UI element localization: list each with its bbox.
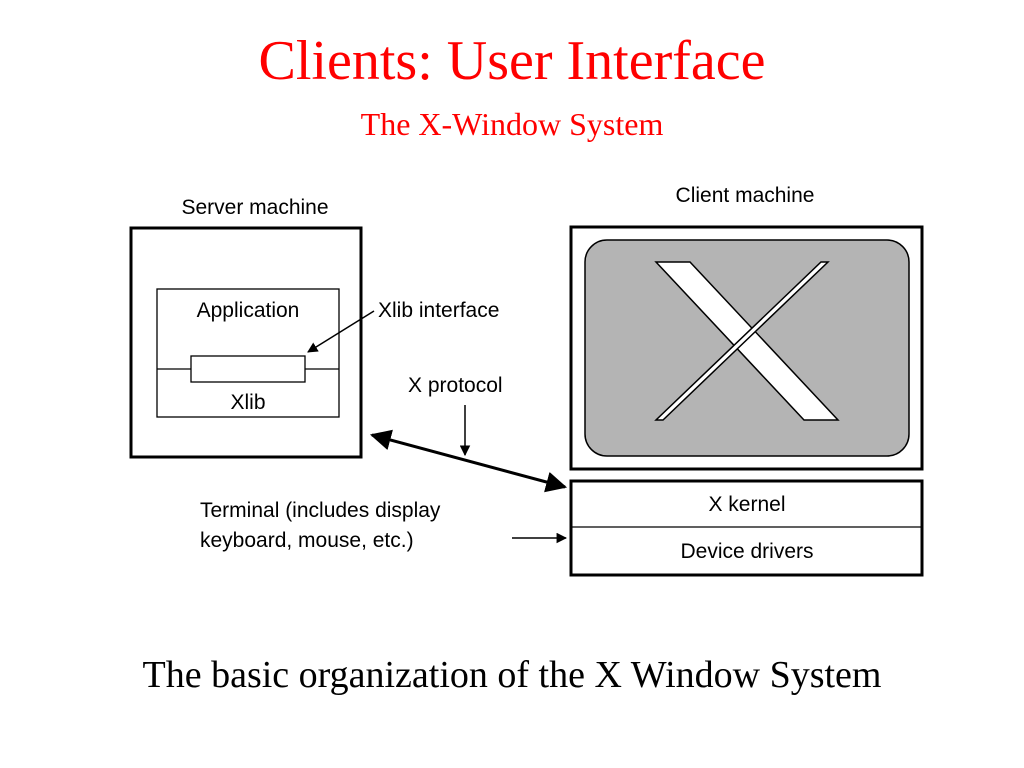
device-drivers-label: Device drivers [680,540,813,563]
server-machine-label: Server machine [181,196,328,219]
terminal-label-line2: keyboard, mouse, etc.) [200,529,414,552]
terminal-label-line1: Terminal (includes display [200,499,441,522]
application-xlib-box [156,288,340,418]
client-base-box [569,479,924,577]
xlib-interface-box [190,355,306,383]
slide-caption: The basic organization of the X Window S… [142,654,882,696]
slide-title: Clients: User Interface [258,30,766,92]
xlib-interface-label: Xlib interface [378,299,499,322]
slide-subtitle: The X-Window System [360,106,664,142]
server-machine-box [129,226,363,459]
x-kernel-label: X kernel [708,493,785,516]
client-machine-label: Client machine [676,184,815,207]
xlib-label: Xlib [230,391,265,414]
xlib-interface-arrow [307,310,375,353]
protocol-double-arrow [369,429,568,493]
x-logo-icon [654,261,840,421]
application-label: Application [197,299,300,322]
x-protocol-label: X protocol [408,374,503,397]
